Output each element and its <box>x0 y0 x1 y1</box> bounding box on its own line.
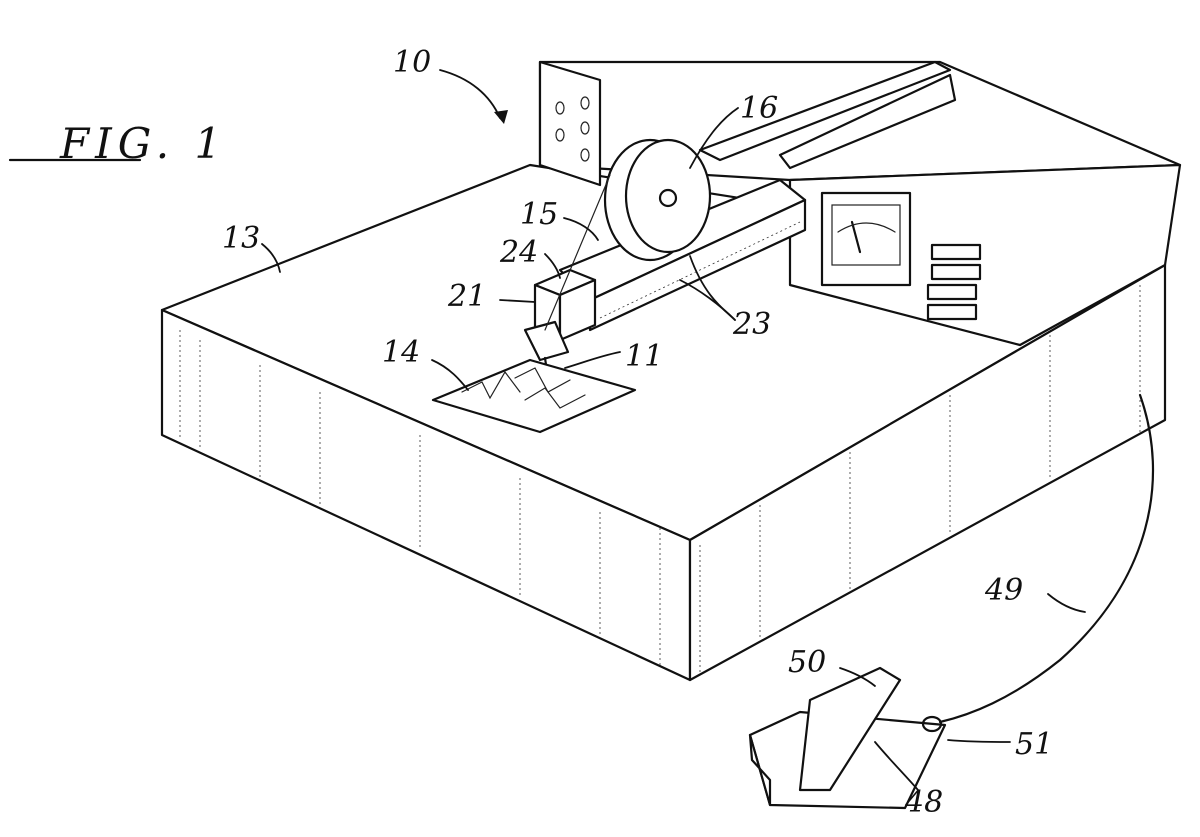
label-24: 24 <box>499 235 538 270</box>
leader-51 <box>948 740 1010 742</box>
label-21: 21 <box>447 279 486 314</box>
figure-title-group: FIG. 1 <box>10 119 227 168</box>
label-15: 15 <box>520 197 558 232</box>
control-button-3 <box>928 285 976 299</box>
label-10: 10 <box>393 45 431 80</box>
label-48: 48 <box>904 785 943 820</box>
label-23: 23 <box>732 307 771 342</box>
label-51: 51 <box>1015 727 1053 762</box>
leader-10 <box>440 70 500 118</box>
spool-front-flange <box>626 140 710 252</box>
arrow-10 <box>494 110 508 124</box>
meter-frame <box>822 193 910 285</box>
label-49: 49 <box>984 573 1023 608</box>
housing-left-face <box>540 62 600 185</box>
label-16: 16 <box>740 91 778 126</box>
control-button-1 <box>932 245 980 259</box>
figure-title: FIG. 1 <box>59 119 227 168</box>
leader-49 <box>1048 594 1085 612</box>
label-11: 11 <box>625 339 663 374</box>
label-50: 50 <box>788 645 826 680</box>
label-13: 13 <box>222 221 260 256</box>
analog-meter <box>822 193 910 285</box>
control-button-2 <box>932 265 980 279</box>
label-14: 14 <box>382 335 420 370</box>
control-button-4 <box>928 305 976 319</box>
